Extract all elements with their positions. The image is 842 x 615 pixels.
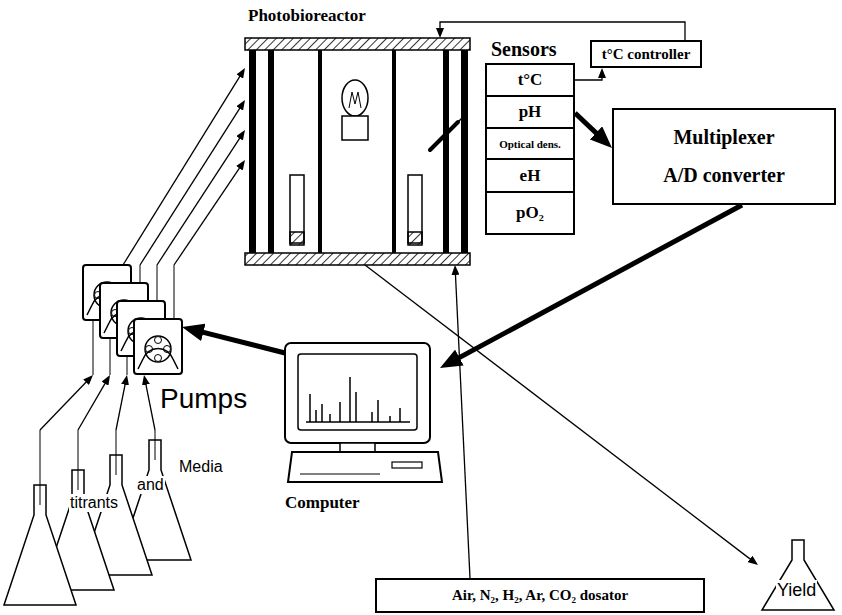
flow-line	[116, 381, 126, 430]
flow-line	[140, 105, 242, 265]
computer-icon	[285, 343, 442, 482]
converter-box: MultiplexerA/D converter	[612, 108, 836, 205]
monitor	[285, 343, 430, 443]
sensor-cell: t°C	[485, 63, 575, 97]
reactor-rod	[268, 50, 274, 253]
flow-line	[157, 135, 242, 265]
keyboard-edge	[300, 474, 380, 475]
node-label: Optical dens.	[499, 138, 561, 150]
tube-sparger	[408, 232, 422, 245]
node-label: Media	[178, 458, 224, 476]
pump-tube	[127, 356, 128, 375]
flask-tube	[40, 430, 41, 505]
yield-flask: Yield	[758, 540, 838, 612]
node-label: t°C controller	[602, 46, 691, 63]
flow-line	[145, 381, 155, 430]
bottom-plate	[245, 253, 470, 265]
pump-tube	[93, 320, 94, 375]
pump-tube	[157, 265, 158, 301]
reactor-frame	[245, 38, 470, 265]
pump-tube	[110, 338, 111, 375]
node-label: Computer	[285, 493, 360, 513]
node-label: Yield	[776, 580, 817, 601]
node-label: Multiplexer	[673, 126, 774, 149]
node-label: t°C	[518, 70, 543, 90]
pump-icons	[83, 265, 182, 375]
flow-line	[40, 379, 89, 430]
gas-dosator-box: Air, N₂, H₂, Ar, CO₂ dosator	[375, 578, 705, 613]
node-label: pH	[519, 102, 542, 122]
flow-line	[365, 265, 753, 561]
tube-sparger	[290, 232, 304, 245]
signal-arrow	[196, 330, 285, 353]
flow-line	[174, 165, 242, 265]
node-label: Sensors	[491, 38, 557, 61]
node-label: pO₂	[516, 203, 544, 223]
computer-station: Computer	[285, 343, 440, 483]
photobioreactor-vessel: Photobioreactor	[245, 38, 470, 265]
sensor-probe	[430, 122, 458, 150]
reactor-rod	[443, 50, 449, 253]
pump-tube	[174, 265, 175, 319]
node-label: eH	[520, 166, 541, 186]
lamp-base	[342, 116, 368, 140]
pump-tube	[140, 265, 141, 283]
pump-body	[134, 319, 182, 374]
signal-arrow	[575, 113, 602, 138]
flow-line	[440, 22, 685, 40]
flask-tube	[78, 430, 79, 490]
lamp-bulb	[342, 80, 368, 116]
flask-tube	[155, 430, 156, 460]
pump-roller	[155, 355, 162, 362]
flow-line	[123, 73, 242, 265]
keyboard	[288, 452, 442, 482]
controller-box: t°C controller	[590, 40, 702, 68]
sensor-cell: eH	[485, 158, 575, 193]
pump-group: Pumps	[83, 265, 182, 375]
disk-slot	[392, 462, 422, 468]
node-label: Air, N₂, H₂, Ar, CO₂ dosator	[452, 587, 628, 604]
node-label: titrants	[69, 494, 119, 512]
pump-tube	[138, 349, 178, 369]
top-plate	[245, 38, 470, 50]
yield-flask-outline	[762, 540, 834, 610]
sensor-cell: pO₂	[485, 191, 575, 235]
node-label: and	[136, 476, 165, 494]
monitor-stand	[340, 443, 375, 452]
node-label: Pumps	[160, 383, 247, 415]
reactor-rod	[461, 50, 468, 253]
flow-line	[455, 271, 470, 578]
node-label: Photobioreactor	[248, 6, 366, 26]
reactor-rod	[392, 50, 396, 253]
pump-icon	[134, 319, 182, 374]
probe-cable	[458, 114, 466, 122]
flow-line	[78, 380, 107, 430]
flow-line	[575, 74, 602, 80]
lamp-filament	[349, 92, 361, 108]
reagent-flasks: Media and titrants	[5, 430, 230, 610]
reactor-rod	[249, 50, 256, 253]
sensor-cell: pH	[485, 95, 575, 129]
flask-tube	[116, 430, 117, 475]
screen	[298, 354, 417, 430]
node-label: A/D converter	[663, 164, 785, 187]
sensor-panel: Sensors t°C pH Optical dens. eH pO₂	[485, 38, 575, 235]
screen-chart	[306, 377, 410, 422]
sensor-cell: Optical dens.	[485, 127, 575, 160]
pump-roller	[155, 337, 162, 344]
reactor-rod	[318, 50, 322, 253]
